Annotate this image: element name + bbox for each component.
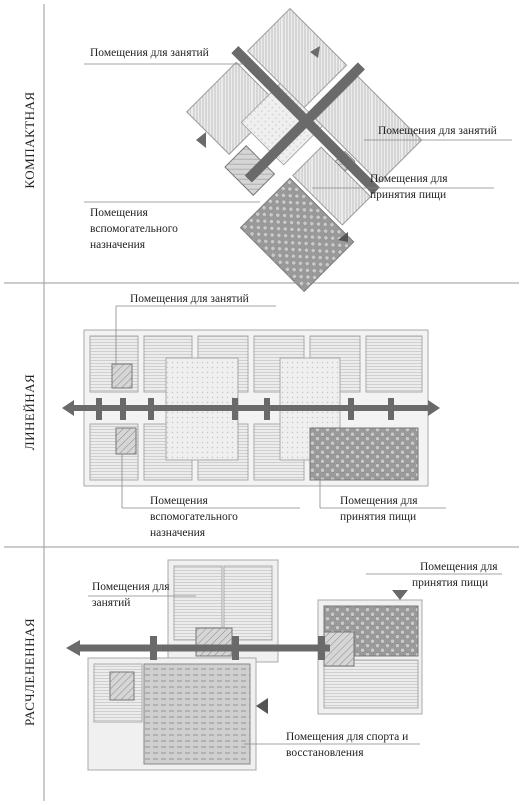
label-linear-aux-2: вспомогательного [150,511,238,523]
label-compact-classes-top: Помещения для занятий [90,47,209,59]
label-dissected-classes-2: занятий [92,597,131,609]
section-title-linear: ЛИНЕЙНАЯ [22,373,37,451]
label-dissected-sport-2: восстановления [286,747,364,759]
label-dissected-dining-2: принятия пищи [412,577,489,589]
label-compact-dining-2: принятия пищи [370,189,447,201]
label-linear-dining-2: принятия пищи [340,511,417,523]
label-linear-dining-1: Помещения для [340,495,418,507]
label-linear-aux-1: Помещения [150,495,208,507]
label-compact-dining-1: Помещения для [370,173,448,185]
label-compact-aux-1: Помещения [90,207,148,219]
label-compact-aux-3: назначения [90,239,146,251]
label-compact-aux-2: вспомогательного [90,223,178,235]
compact-scheme [84,7,512,293]
label-linear-aux-3: назначения [150,527,206,539]
label-dissected-classes-1: Помещения для [92,581,170,593]
section-title-dissected: РАСЧЛЕНЕННАЯ [22,617,37,727]
section-title-compact: КОМПАКТНАЯ [22,91,37,189]
linear-scheme [62,305,446,509]
frame [4,4,519,801]
label-linear-classes: Помещения для занятий [130,293,249,305]
dissected-scheme [66,559,502,771]
label-dissected-sport-1: Помещения для спорта и [286,731,409,743]
label-compact-classes-right: Помещения для занятий [378,125,497,137]
label-dissected-dining-1: Помещения для [420,561,498,573]
